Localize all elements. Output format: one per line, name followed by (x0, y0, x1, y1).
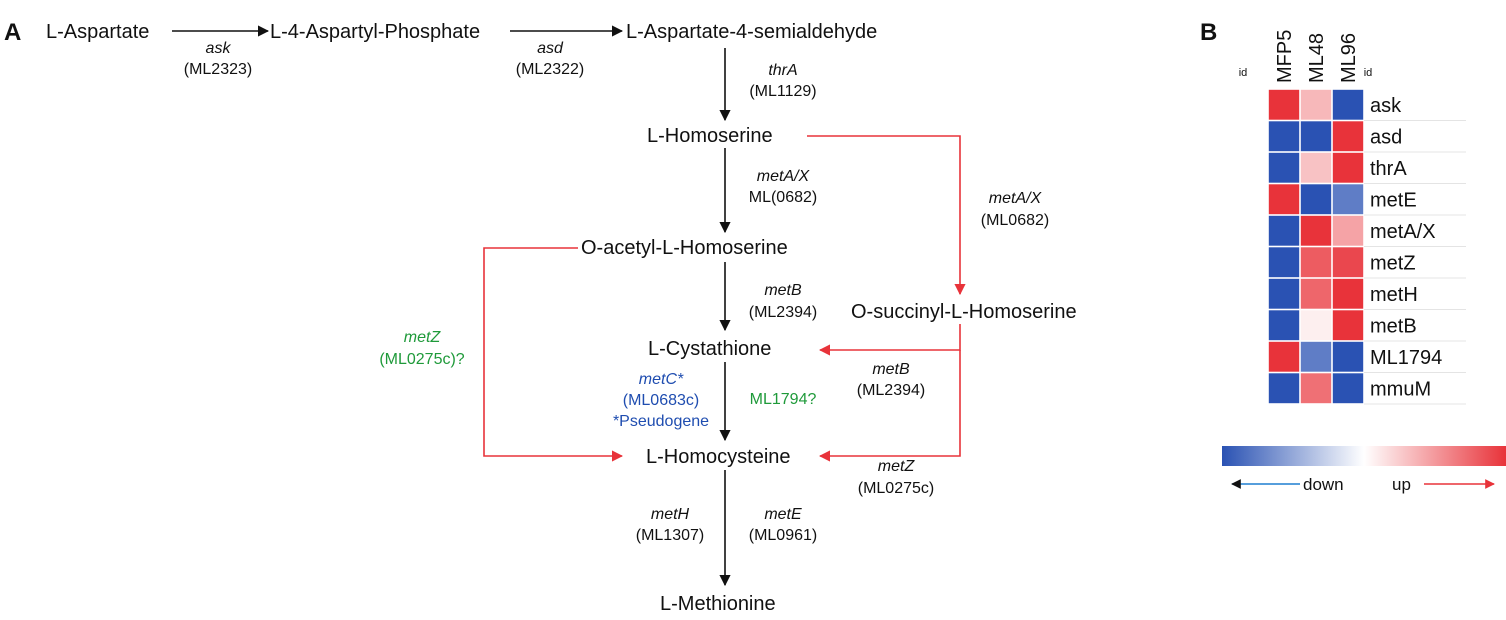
gene-metax-side-id: (ML0682) (981, 212, 1049, 229)
heatmap-cell (1332, 184, 1364, 215)
node-o-acetyl-homoserine: O-acetyl-L-Homoserine (581, 237, 788, 259)
color-scale-bar (1222, 446, 1506, 466)
heatmap-cell (1332, 152, 1364, 183)
gene-meth-name: metH (651, 506, 690, 523)
heatmap-cell (1332, 341, 1364, 372)
gene-asd-name: asd (537, 40, 564, 57)
heatmap-cell (1300, 373, 1332, 404)
heatmap-column-label: ML96 (1338, 33, 1360, 83)
gene-metax-main-id: ML(0682) (749, 189, 817, 206)
gene-asd-id: (ML2322) (516, 61, 584, 78)
heatmap-cell (1332, 121, 1364, 152)
heatmap-cell (1268, 373, 1300, 404)
node-l-cystathione: L-Cystathione (648, 338, 771, 360)
heatmap-cell (1300, 310, 1332, 341)
node-o-succinyl-homoserine: O-succinyl-L-Homoserine (851, 301, 1077, 323)
gene-metb-side-name: metB (872, 361, 910, 378)
heatmap-cell (1300, 247, 1332, 278)
gene-meth-id: (ML1307) (636, 527, 704, 544)
red-arrow-oacetyl-to-homocysteine (483, 247, 624, 462)
node-l-aspartate: L-Aspartate (46, 21, 149, 43)
legend-down-label: down (1303, 475, 1344, 494)
heatmap-cell (1300, 341, 1332, 372)
gene-ml1794: ML1794? (750, 391, 817, 408)
gene-metax-side-name: metA/X (989, 190, 1043, 207)
heatmap-row-label: metA/X (1370, 221, 1436, 243)
heatmap-row-label: ML1794 (1370, 347, 1442, 369)
heatmap-cell (1268, 341, 1300, 372)
node-aspartyl-phosphate: L-4-Aspartyl-Phosphate (270, 21, 480, 43)
heatmap-cell (1332, 278, 1364, 309)
heatmap-row-label: metE (1370, 189, 1417, 211)
red-arrow-homoserine-to-osuccinyl (807, 135, 966, 296)
gene-metz-right-name: metZ (878, 458, 916, 475)
gene-metc-pseudogene-note: *Pseudogene (613, 413, 709, 430)
gene-ask-id: (ML2323) (184, 61, 252, 78)
heatmap-row-label: asd (1370, 126, 1402, 148)
heatmap-cell (1332, 247, 1364, 278)
heatmap-cell (1268, 152, 1300, 183)
heatmap-id-label-right: id (1364, 67, 1373, 79)
heatmap-cell (1268, 121, 1300, 152)
gene-thra-name: thrA (768, 62, 797, 79)
heatmap-row-label: metZ (1370, 252, 1416, 274)
gene-mete-name: metE (764, 506, 802, 523)
heatmap-cell (1332, 373, 1364, 404)
gene-ask-name: ask (206, 40, 232, 57)
node-l-methionine: L-Methionine (660, 593, 776, 615)
gene-metb-main-name: metB (764, 282, 802, 299)
legend-up-label: up (1392, 475, 1411, 494)
heatmap-column-label: ML48 (1306, 33, 1328, 83)
gene-metz-right-id: (ML0275c) (858, 480, 934, 497)
heatmap-cell (1300, 184, 1332, 215)
heatmap-column-label: MFP5 (1274, 30, 1296, 83)
red-arrow-osuccinyl-to-cystathione (818, 324, 961, 356)
gene-metc-name: metC* (639, 371, 684, 388)
heatmap-row-label: thrA (1370, 158, 1407, 180)
heatmap-cell (1268, 215, 1300, 246)
gene-metz-left-id: (ML0275c)? (379, 351, 464, 368)
gene-metb-main-id: (ML2394) (749, 304, 817, 321)
heatmap-row-label: metB (1370, 315, 1417, 337)
red-arrow-osuccinyl-to-homocysteine (818, 350, 961, 462)
heatmap-cell (1300, 278, 1332, 309)
gene-mete-id: (ML0961) (749, 527, 817, 544)
gene-metax-main-name: metA/X (757, 168, 811, 185)
panel-label-b: B (1200, 19, 1217, 46)
gene-metz-left-name: metZ (404, 329, 442, 346)
heatmap-cell (1268, 310, 1300, 341)
node-l-homoserine: L-Homoserine (647, 125, 773, 147)
heatmap-cell (1332, 215, 1364, 246)
gene-metc-id: (ML0683c) (623, 392, 699, 409)
panel-label-a: A (4, 19, 21, 46)
heatmap-row-label: ask (1370, 95, 1402, 117)
node-aspartate-semialdehyde: L-Aspartate-4-semialdehyde (626, 21, 877, 43)
heatmap-id-label-left: id (1239, 67, 1248, 79)
heatmap-cell (1300, 121, 1332, 152)
heatmap-cell (1300, 89, 1332, 120)
heatmap-cell (1332, 310, 1364, 341)
heatmap-cell (1268, 278, 1300, 309)
heatmap-cell (1268, 184, 1300, 215)
heatmap-row-label: mmuM (1370, 378, 1431, 400)
heatmap-cell (1268, 247, 1300, 278)
heatmap-row-label: metH (1370, 284, 1418, 306)
node-l-homocysteine: L-Homocysteine (646, 446, 791, 468)
heatmap-cell (1268, 89, 1300, 120)
heatmap-cell (1300, 215, 1332, 246)
heatmap-cell (1300, 152, 1332, 183)
heatmap: id id MFP5 ML48 ML96 ask asd thrA metE metA/X m… (1239, 30, 1466, 405)
heatmap-cell (1332, 89, 1364, 120)
gene-metb-side-id: (ML2394) (857, 382, 925, 399)
gene-thra-id: (ML1129) (749, 83, 816, 100)
